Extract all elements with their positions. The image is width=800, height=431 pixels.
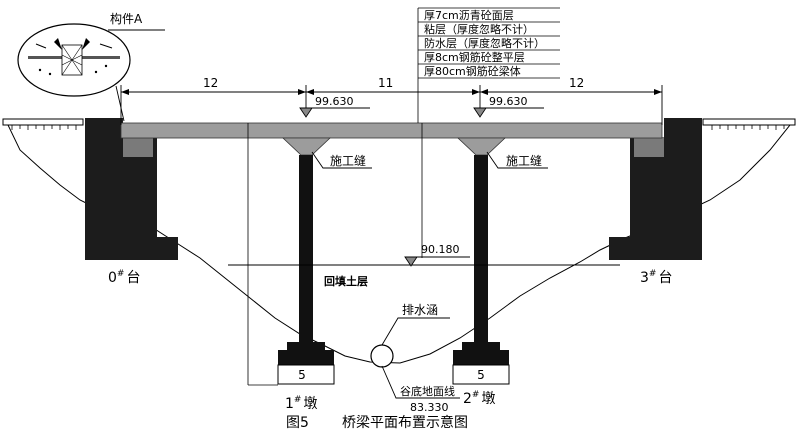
construction-joint-left: 施工缝 [330, 153, 366, 168]
abutment-0 [85, 118, 178, 260]
pier-1-label: 1#墩 [285, 395, 317, 412]
component-a-detail [17, 23, 165, 122]
pier-2-label: 2#墩 [463, 390, 495, 407]
dim-right-label: 12 [569, 76, 584, 90]
pier-1 [277, 155, 335, 385]
layer-1: 厚7cm沥青砼面层 [424, 9, 514, 22]
layer-5: 厚80cm钢筋砼梁体 [424, 64, 521, 78]
dim-mid-label: 11 [378, 76, 393, 90]
figure-caption: 桥梁平面布置示意图 [342, 414, 468, 431]
right-embankment [702, 118, 796, 130]
footing-right-label: 5 [477, 368, 485, 382]
abutment-0-label: 0#台 [108, 269, 140, 286]
culvert-label: 排水涵 [402, 303, 438, 317]
water-level-marker [228, 256, 620, 267]
dim-left-label: 12 [203, 76, 218, 90]
layer-3: 防水层（厚度忽略不计） [424, 36, 545, 50]
dimension-arrows [121, 89, 662, 95]
bridge-deck [120, 122, 663, 156]
abutment-3 [609, 118, 702, 260]
footing-left-label: 5 [298, 368, 306, 382]
deck-elevation-markers [299, 107, 544, 118]
layer-2: 粘层（厚度忽略不计） [424, 22, 534, 36]
layer-4: 厚8cm钢筋砼整平层 [424, 50, 525, 64]
reference-lines [247, 8, 423, 386]
layer-callout [418, 7, 560, 79]
figure-number: 图5 [286, 415, 309, 431]
culvert [370, 317, 450, 368]
joint-leaders [311, 151, 548, 169]
abutment-3-label: 3#台 [640, 269, 672, 286]
elevation-valley: 83.330 [410, 401, 449, 414]
valley-leader [381, 365, 460, 399]
component-a-label: 构件A [110, 11, 143, 26]
elevation-right: 99.630 [489, 95, 528, 108]
valley-line-label: 谷底地面线 [400, 384, 455, 398]
left-embankment [2, 118, 84, 130]
elevation-left: 99.630 [315, 95, 354, 108]
elevation-water: 90.180 [421, 243, 460, 256]
dimension-line [120, 85, 663, 125]
backfill-label: 回填土层 [324, 274, 368, 288]
construction-joint-right: 施工缝 [506, 153, 542, 168]
pier-2 [452, 155, 510, 385]
